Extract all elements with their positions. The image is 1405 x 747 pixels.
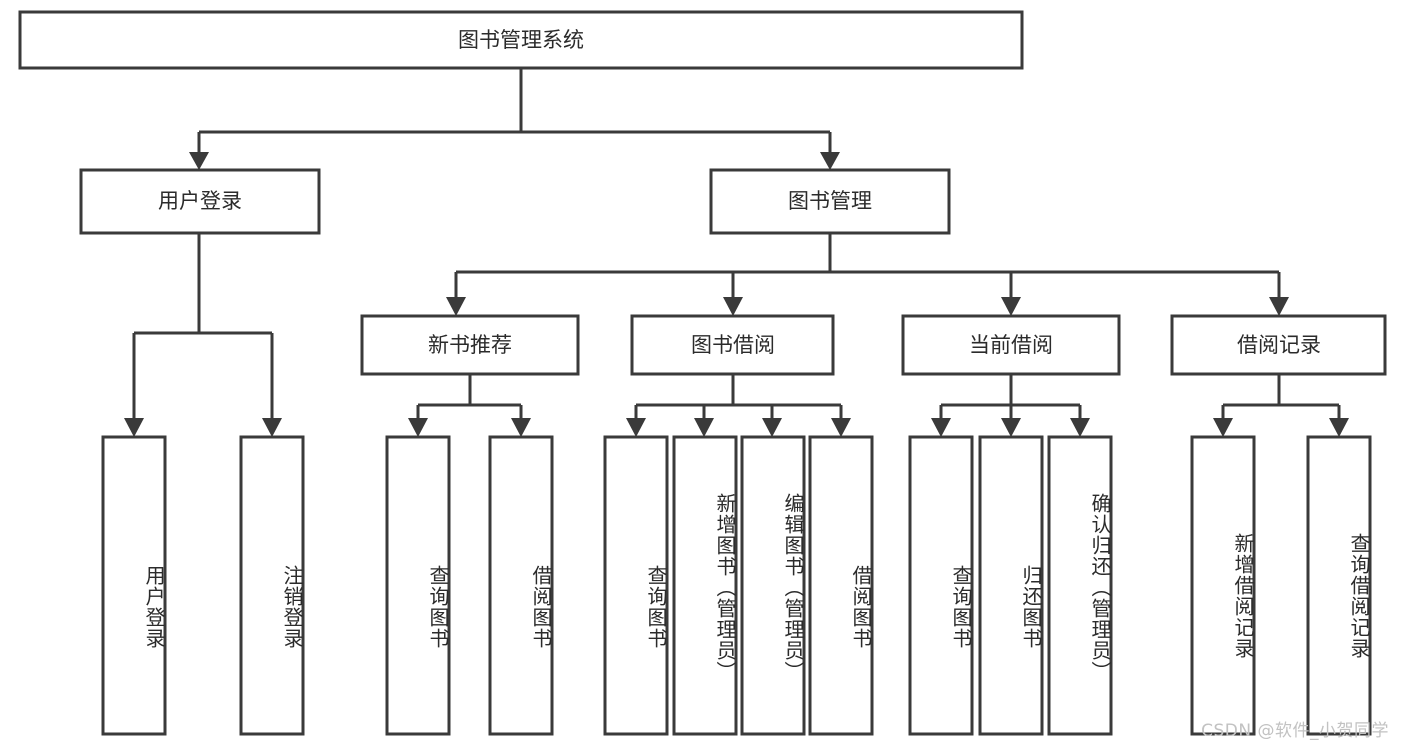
connectors-layer <box>124 68 1349 437</box>
nodes-layer: 图书管理系统 用户登录 图书管理 新书推荐 图书借阅 当前借阅 借阅记录 <box>18 10 1387 736</box>
arrow-to-current-borrow <box>1001 297 1021 316</box>
arrow-to-book-manage <box>820 152 840 170</box>
arrow-leaf-query-record <box>1329 418 1349 437</box>
arrow-to-new-book-recommend <box>446 297 466 316</box>
arrow-leaf-query-book-3 <box>931 418 951 437</box>
node-book-manage-label: 图书管理 <box>788 189 872 213</box>
node-user-login-label: 用户登录 <box>158 189 242 213</box>
arrow-leaf-add-record <box>1213 418 1233 437</box>
node-leaf-confirm-return-box[interactable] <box>1047 435 1113 736</box>
node-leaf-return-book-box[interactable] <box>978 435 1044 736</box>
arrow-to-borrow-record <box>1269 297 1289 316</box>
arrow-leaf-query-book-1 <box>408 418 428 437</box>
arrow-leaf-user-login <box>124 418 144 437</box>
node-leaf-borrow-book-1-box[interactable] <box>488 435 554 736</box>
node-leaf-logout-login-box[interactable] <box>239 435 305 736</box>
arrow-leaf-confirm-return <box>1070 418 1090 437</box>
node-leaf-user-login-box[interactable] <box>101 435 167 736</box>
arrow-to-user-login <box>189 152 209 170</box>
node-borrow-record-label: 借阅记录 <box>1237 333 1321 357</box>
arrow-leaf-edit-book <box>762 418 782 437</box>
node-book-manage-box[interactable] <box>709 168 951 235</box>
node-leaf-query-book-3-box[interactable] <box>908 435 974 736</box>
node-leaf-add-book-box[interactable] <box>672 435 738 736</box>
node-new-book-recommend-label: 新书推荐 <box>428 333 512 357</box>
node-user-login-box[interactable] <box>79 168 321 235</box>
node-root-box[interactable] <box>18 10 1024 70</box>
node-leaf-borrow-book-2-box[interactable] <box>808 435 874 736</box>
node-current-borrow-box[interactable] <box>901 314 1121 376</box>
node-borrow-record-box[interactable] <box>1170 314 1387 376</box>
arrow-leaf-add-book <box>694 418 714 437</box>
arrow-leaf-return-book <box>1001 418 1021 437</box>
arrow-leaf-logout-login <box>262 418 282 437</box>
node-new-book-recommend-box[interactable] <box>360 314 580 376</box>
node-book-borrow-label: 图书借阅 <box>691 333 775 357</box>
arrow-leaf-borrow-book-1 <box>511 418 531 437</box>
arrow-to-book-borrow <box>723 297 743 316</box>
arrow-leaf-borrow-book-2 <box>831 418 851 437</box>
node-leaf-query-book-2-box[interactable] <box>603 435 669 736</box>
arrow-leaf-query-book-2 <box>626 418 646 437</box>
node-current-borrow-label: 当前借阅 <box>969 333 1053 357</box>
node-book-borrow-box[interactable] <box>630 314 835 376</box>
node-root-label: 图书管理系统 <box>458 28 584 52</box>
node-leaf-query-book-1-box[interactable] <box>385 435 451 736</box>
node-leaf-edit-book-box[interactable] <box>740 435 806 736</box>
node-leaf-add-record-box[interactable] <box>1190 435 1256 736</box>
watermark-text: CSDN @软件_小贺同学 <box>1201 721 1389 741</box>
node-leaf-query-record-box[interactable] <box>1306 435 1372 736</box>
